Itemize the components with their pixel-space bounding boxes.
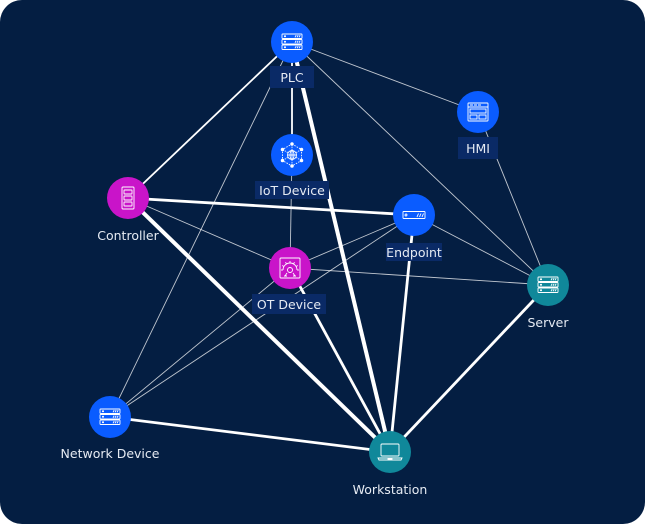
node-label: PLC (280, 70, 304, 85)
edge-endpoint-server (413, 214, 549, 286)
node-label-box (252, 294, 326, 314)
node-label: Server (528, 315, 570, 330)
node-iot[interactable]: IoT Device (255, 134, 329, 199)
edge-ot-server (289, 267, 549, 286)
node-label-box (255, 181, 329, 199)
node-circle[interactable] (271, 21, 313, 63)
node-circle[interactable] (369, 431, 411, 473)
node-label-box (270, 66, 314, 88)
node-controller[interactable]: Controller (97, 177, 160, 243)
node-circle[interactable] (269, 247, 311, 289)
node-label: Workstation (353, 482, 428, 497)
edge-plc-controller (127, 41, 293, 199)
node-circle[interactable] (457, 91, 499, 133)
node-circle[interactable] (527, 264, 569, 306)
hmi-panel-icon (467, 102, 489, 122)
node-workstation[interactable]: Workstation (353, 431, 428, 497)
edge-controller-endpoint (127, 196, 415, 217)
node-endpoint[interactable]: Endpoint (386, 194, 442, 261)
node-label: HMI (466, 141, 490, 156)
edges-layer (109, 41, 550, 454)
node-circle[interactable] (393, 194, 435, 236)
edge-server-workstation (388, 284, 550, 453)
edge-controller-workstation (126, 196, 392, 454)
endpoint-device-icon (402, 211, 426, 219)
ot-gear-icon (279, 257, 301, 279)
node-plc[interactable]: PLC (270, 21, 314, 88)
edge-plc-server (291, 41, 549, 286)
edge-plc-hmi (291, 41, 479, 113)
server-rack-icon (99, 408, 121, 425)
edge-endpoint-network (109, 214, 415, 418)
node-network[interactable]: Network Device (61, 396, 160, 461)
edge-plc-workstation (290, 41, 392, 453)
node-label: IoT Device (259, 183, 325, 198)
node-hmi[interactable]: HMI (457, 91, 499, 159)
node-circle[interactable] (107, 177, 149, 219)
node-label: Network Device (61, 446, 160, 461)
iot-globe-icon (280, 142, 304, 168)
edge-ot-network (109, 267, 291, 418)
node-server[interactable]: Server (527, 264, 569, 330)
server-rack-icon (537, 276, 559, 293)
node-label-box (458, 137, 498, 159)
node-circle[interactable] (89, 396, 131, 438)
node-label-box (386, 243, 442, 261)
node-label: Controller (97, 228, 159, 243)
node-ot[interactable]: OT Device (252, 247, 326, 314)
controller-icon (121, 186, 135, 210)
node-label: OT Device (257, 297, 322, 312)
edge-endpoint-ot (289, 214, 415, 269)
server-rack-icon (281, 33, 303, 50)
edge-network-workstation (109, 415, 391, 454)
laptop-icon (377, 443, 403, 461)
edge-controller-ot (127, 197, 291, 269)
node-label: Endpoint (386, 245, 442, 260)
